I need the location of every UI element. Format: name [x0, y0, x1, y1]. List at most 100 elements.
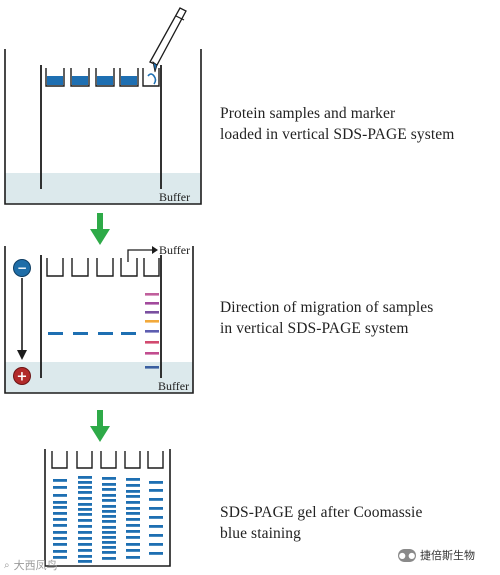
stained-band — [149, 507, 163, 510]
sample-well-4 — [121, 76, 137, 85]
sample-band — [121, 332, 136, 335]
caption-line: Direction of migration of samples — [220, 299, 434, 316]
tank-outline — [4, 49, 202, 205]
caption-line: Protein samples and marker — [220, 105, 396, 122]
stained-band — [78, 476, 92, 479]
stained-band — [78, 560, 92, 563]
gel-wells — [46, 258, 160, 277]
stained-band — [102, 488, 116, 491]
wechat-logo-icon: ● ● — [398, 548, 416, 562]
watermark-right-text: 捷倍斯生物 — [420, 549, 475, 562]
caption-line: in vertical SDS-PAGE system — [220, 320, 409, 337]
pipette-icon — [147, 7, 187, 85]
caption-line: SDS-PAGE gel after Coomassie — [220, 504, 423, 521]
stained-band — [126, 512, 140, 515]
stained-band — [102, 510, 116, 513]
panel-stained-gel — [44, 449, 171, 567]
stained-bands — [53, 476, 163, 563]
migration-direction-arrow-icon — [17, 278, 27, 360]
stained-band — [78, 549, 92, 552]
marker-band — [145, 341, 159, 344]
migrated-sample-bands — [48, 332, 136, 335]
marker-band — [145, 293, 159, 296]
buffer-flow-arrow-icon — [127, 246, 158, 262]
panel-loading: Buffer — [4, 7, 202, 205]
svg-text:−: − — [17, 261, 27, 275]
stained-band — [78, 525, 92, 528]
caption-stained: SDS-PAGE gel after Coomassie blue staini… — [220, 502, 422, 544]
marker-band — [145, 330, 159, 333]
sample-well-2 — [72, 76, 88, 85]
stained-band — [102, 483, 116, 486]
buffer-fill — [5, 173, 201, 204]
stained-band — [149, 525, 163, 528]
stained-band — [78, 555, 92, 558]
marker-band — [145, 311, 159, 314]
stained-band — [102, 526, 116, 529]
stained-band — [53, 518, 67, 521]
step-arrow-icon — [90, 410, 110, 442]
marker-band — [145, 302, 159, 305]
stained-band — [126, 556, 140, 559]
sample-band — [73, 332, 88, 335]
stained-band — [102, 499, 116, 502]
stained-band — [149, 552, 163, 555]
stained-band — [149, 516, 163, 519]
stained-band — [53, 501, 67, 504]
stained-band — [126, 536, 140, 539]
caption-loading: Protein samples and marker loaded in ver… — [220, 103, 454, 145]
stained-band — [126, 478, 140, 481]
stained-band — [126, 524, 140, 527]
svg-text:+: + — [17, 370, 28, 385]
stained-band — [126, 501, 140, 504]
stained-band — [53, 543, 67, 546]
stained-band — [78, 497, 92, 500]
gel-outline — [44, 449, 171, 567]
watermark-left: ⌕ 大西凤鸟 — [4, 557, 58, 573]
stained-band — [126, 549, 140, 552]
caption-migration: Direction of migration of samples in ver… — [220, 297, 433, 339]
positive-electrode-icon: + — [13, 367, 31, 385]
stained-band — [149, 481, 163, 484]
stained-band — [78, 508, 92, 511]
stained-band — [102, 551, 116, 554]
stained-band — [53, 550, 67, 553]
stained-band — [53, 479, 67, 482]
stained-band — [102, 536, 116, 539]
stained-band — [53, 531, 67, 534]
buffer-label: Buffer — [159, 190, 190, 204]
stained-band — [102, 494, 116, 497]
sample-well-3 — [97, 76, 113, 85]
watermark-right: ● ● 捷倍斯生物 — [398, 547, 475, 563]
stained-band — [102, 477, 116, 480]
stained-band — [78, 491, 92, 494]
sample-band — [98, 332, 113, 335]
stained-band — [78, 543, 92, 546]
sample-well-1 — [47, 76, 63, 85]
stained-band — [53, 556, 67, 559]
step-arrow-icon — [90, 213, 110, 245]
caption-line: loaded in vertical SDS-PAGE system — [220, 126, 455, 143]
stained-band — [126, 543, 140, 546]
stained-band — [102, 546, 116, 549]
stained-band — [78, 519, 92, 522]
stained-band — [149, 498, 163, 501]
stained-band — [126, 495, 140, 498]
stained-band — [78, 503, 92, 506]
stained-band — [53, 524, 67, 527]
stained-band — [149, 543, 163, 546]
buffer-label-bottom: Buffer — [158, 379, 189, 393]
stained-band — [102, 515, 116, 518]
stained-band — [102, 505, 116, 508]
stained-band — [53, 486, 67, 489]
stained-band — [126, 484, 140, 487]
marker-band — [145, 320, 159, 323]
stained-band — [53, 512, 67, 515]
stained-band — [102, 531, 116, 534]
stained-band — [126, 507, 140, 510]
tank-outline — [4, 246, 194, 394]
sample-band — [48, 332, 63, 335]
gel-wells — [45, 68, 160, 87]
marker-band — [145, 366, 159, 369]
